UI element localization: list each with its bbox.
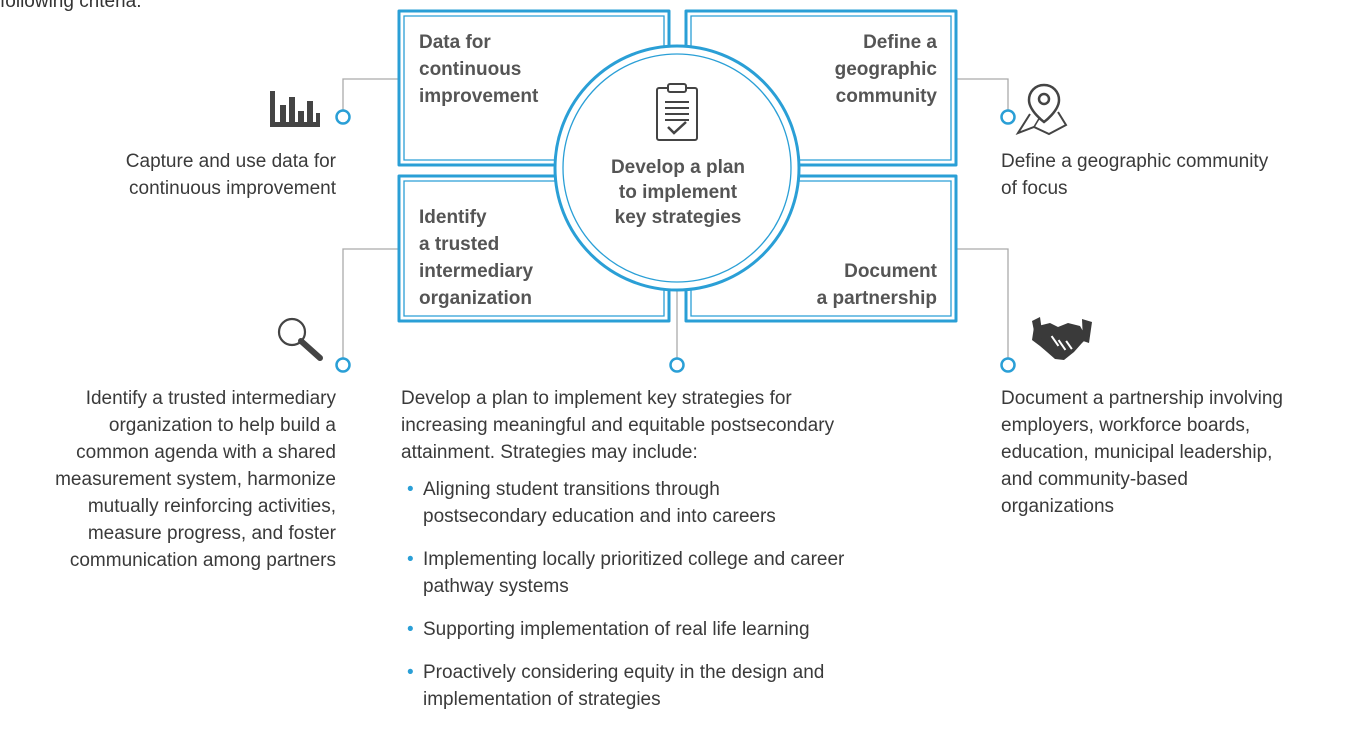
callout-line: education, municipal leadership, xyxy=(1001,442,1273,463)
quadrant-title-line: Define a xyxy=(863,32,937,53)
connector-lines xyxy=(342,78,1009,359)
callout-line: employers, workforce boards, xyxy=(1001,415,1251,436)
callout-line: increasing meaningful and equitable post… xyxy=(401,415,835,436)
callout-line: continuous improvement xyxy=(129,178,336,199)
quadrant-title-partnership: Document a partnership xyxy=(735,258,937,312)
strategy-list: • Aligning student transitions through p… xyxy=(405,476,965,729)
node-data xyxy=(335,109,351,125)
strategy-item: • Supporting implementation of real life… xyxy=(405,616,965,643)
callout-data: Capture and use data for continuous impr… xyxy=(40,148,336,202)
bullet-icon: • xyxy=(407,619,414,640)
node-partnership xyxy=(1000,357,1016,373)
quadrant-title-line: intermediary xyxy=(419,261,534,282)
bullet-icon: • xyxy=(407,479,414,500)
clipboard-check-icon xyxy=(656,83,698,141)
callout-geography: Define a geographic community of focus xyxy=(1001,148,1356,202)
callout-line: Capture and use data for xyxy=(125,151,336,172)
node-geography xyxy=(1000,109,1016,125)
quadrant-title-line: Data for xyxy=(419,32,491,53)
callout-line: Identify a trusted intermediary xyxy=(85,388,336,409)
node-plan xyxy=(669,357,685,373)
quadrant-title-line: geographic xyxy=(834,59,937,80)
quadrant-title-intermediary: Identify a trusted intermediary organiza… xyxy=(419,204,533,312)
callout-line: measure progress, and foster xyxy=(87,523,336,544)
strategy-line: Supporting implementation of real life l… xyxy=(423,619,810,640)
callout-line: Document a partnership involving xyxy=(1001,388,1283,409)
quadrant-title-data: Data for continuous improvement xyxy=(419,29,538,110)
node-intermediary xyxy=(335,357,351,373)
callout-line: mutually reinforcing activities, xyxy=(87,496,336,517)
connector-data xyxy=(342,78,399,111)
bullet-icon: • xyxy=(407,549,414,570)
strategy-line: Proactively considering equity in the de… xyxy=(423,662,825,683)
magnifier-icon xyxy=(277,317,323,361)
quadrant-title-line: organization xyxy=(419,288,532,309)
callout-line: of focus xyxy=(1001,178,1068,199)
quadrant-title-line: Document xyxy=(844,261,937,282)
strategy-line: Aligning student transitions through xyxy=(423,479,720,500)
strategy-line: Implementing locally prioritized college… xyxy=(423,549,845,570)
callout-line: attainment. Strategies may include: xyxy=(401,442,698,463)
callout-line: Develop a plan to implement key strategi… xyxy=(401,388,792,409)
connector-partnership xyxy=(956,248,1009,359)
map-pin-icon xyxy=(1015,83,1068,136)
callout-line: organization to help build a xyxy=(108,415,336,436)
quadrant-title-geography: Define a geographic community xyxy=(735,29,937,110)
callout-plan: Develop a plan to implement key strategi… xyxy=(401,385,961,466)
quadrant-title-line: community xyxy=(835,86,937,107)
callout-line: common agenda with a shared xyxy=(76,442,336,463)
strategy-line: pathway systems xyxy=(423,576,569,597)
callout-line: measurement system, harmonize xyxy=(55,469,336,490)
connector-geography xyxy=(956,78,1009,111)
bullet-icon: • xyxy=(407,662,414,683)
callout-line: and community-based xyxy=(1001,469,1188,490)
callout-partnership: Document a partnership involving employe… xyxy=(1001,385,1357,520)
strategy-line: postsecondary education and into careers xyxy=(423,506,776,527)
quadrant-title-line: improvement xyxy=(419,86,539,107)
quadrant-title-line: Identify xyxy=(419,207,487,228)
quadrant-title-line: continuous xyxy=(419,59,522,80)
center-circle xyxy=(553,44,801,292)
center-label: Develop a plan to implement key strategi… xyxy=(610,157,746,228)
callout-line: Define a geographic community xyxy=(1001,151,1269,172)
quadrant-title-line: a partnership xyxy=(816,288,937,309)
callout-line: organizations xyxy=(1001,496,1115,517)
callout-line: communication among partners xyxy=(69,550,336,571)
callout-intermediary: Identify a trusted intermediary organiza… xyxy=(0,385,336,574)
connector-intermediary xyxy=(342,248,399,359)
strategy-item: • Proactively considering equity in the … xyxy=(405,659,965,713)
quadrant-title-line: a trusted xyxy=(419,234,500,255)
criteria-diagram xyxy=(270,9,1092,373)
intro-fragment: following criteria: xyxy=(0,0,142,12)
handshake-icon xyxy=(1032,317,1092,360)
connector-nodes xyxy=(335,109,1016,373)
strategy-item: • Implementing locally prioritized colle… xyxy=(405,546,965,600)
strategy-item: • Aligning student transitions through p… xyxy=(405,476,965,530)
bar-chart-icon xyxy=(270,91,320,127)
